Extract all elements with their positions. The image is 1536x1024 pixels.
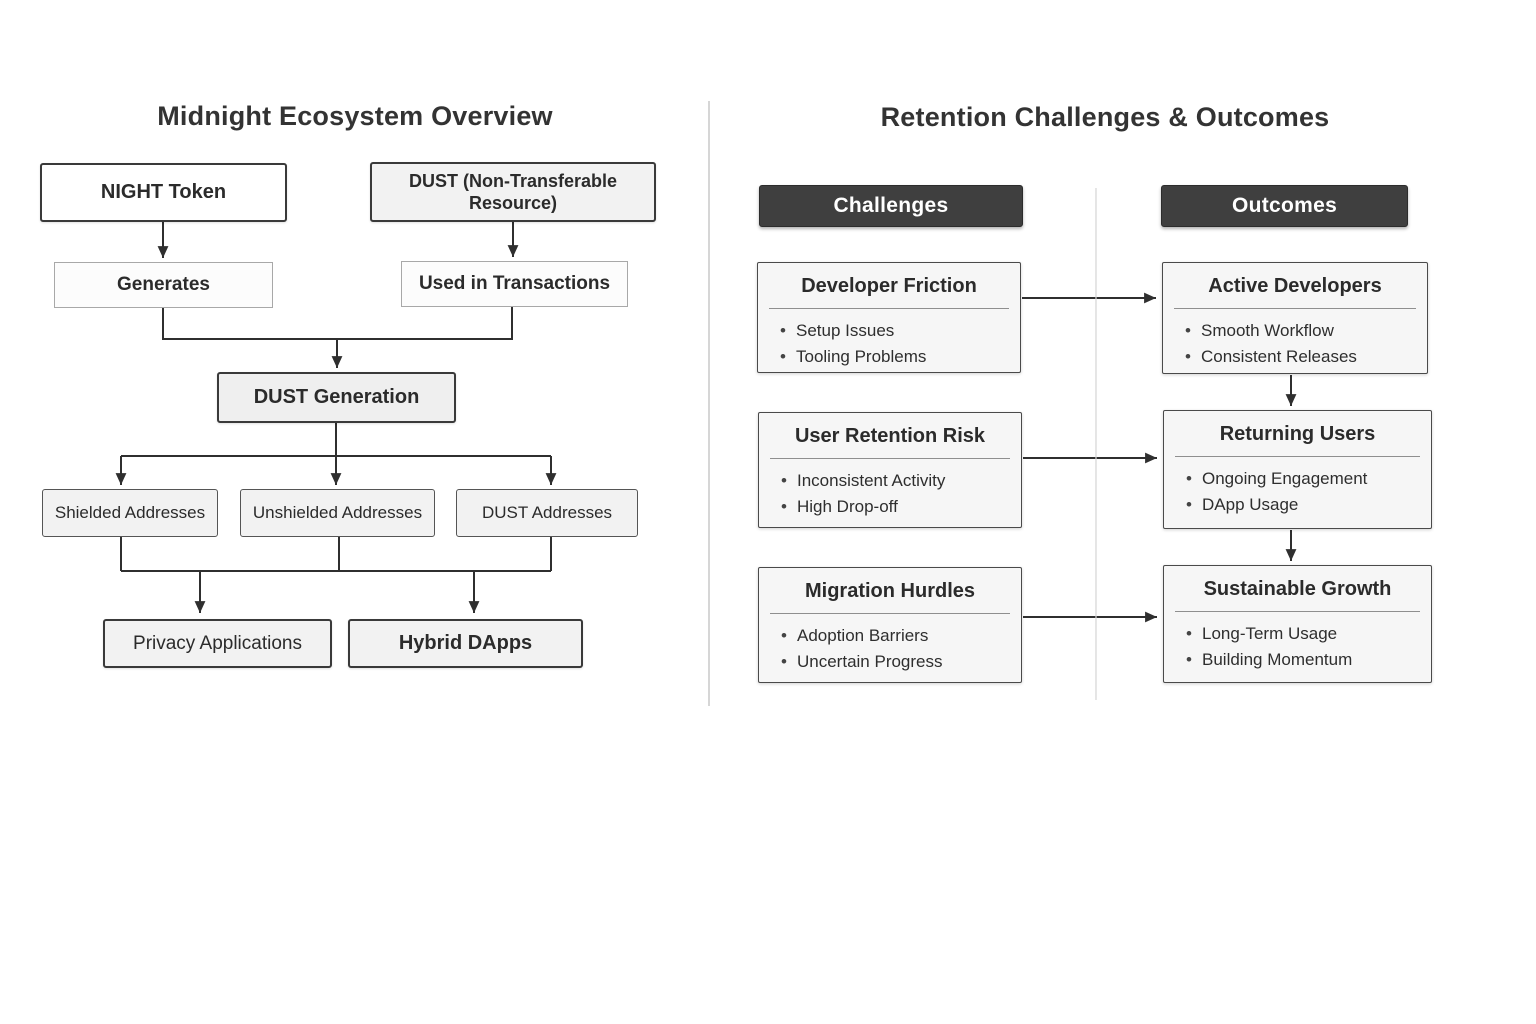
- challenges-column-header: Challenges: [759, 185, 1023, 227]
- challenge-title: User Retention Risk: [794, 425, 986, 447]
- node-generates: Generates: [54, 262, 273, 308]
- separator-line: [1175, 456, 1420, 457]
- challenge-box-user-retention-risk: User Retention Risk Inconsistent Activit…: [758, 412, 1022, 528]
- bullet-item: Long-Term Usage: [1186, 621, 1431, 647]
- challenge-box-developer-friction: Developer Friction Setup Issues Tooling …: [757, 262, 1021, 373]
- left-panel-title: Midnight Ecosystem Overview: [157, 101, 553, 131]
- right-panel-title: Retention Challenges & Outcomes: [880, 102, 1330, 132]
- bullet-item: Setup Issues: [780, 318, 1020, 344]
- separator-line: [1175, 611, 1420, 612]
- bullet-list: Long-Term Usage Building Momentum: [1164, 621, 1431, 673]
- outcome-box-active-developers: Active Developers Smooth Workflow Consis…: [1162, 262, 1428, 374]
- outcome-title: Sustainable Growth: [1203, 578, 1392, 600]
- node-night-token: NIGHT Token: [40, 163, 287, 222]
- merge-connector-top: [162, 306, 513, 340]
- bullet-item: Adoption Barriers: [781, 623, 1021, 649]
- node-used-in-transactions: Used in Transactions: [401, 261, 628, 307]
- separator-line: [770, 613, 1010, 614]
- separator-line: [1174, 308, 1416, 309]
- node-shielded-addresses: Shielded Addresses: [42, 489, 218, 537]
- outcome-box-sustainable-growth: Sustainable Growth Long-Term Usage Build…: [1163, 565, 1432, 683]
- node-unshielded-addresses: Unshielded Addresses: [240, 489, 435, 537]
- outcomes-column-header: Outcomes: [1161, 185, 1408, 227]
- bullet-item: Building Momentum: [1186, 647, 1431, 673]
- bullet-item: Tooling Problems: [780, 344, 1020, 370]
- separator-line: [769, 308, 1009, 309]
- challenge-title: Migration Hurdles: [804, 580, 975, 602]
- bullet-list: Setup Issues Tooling Problems: [758, 318, 1020, 370]
- node-hybrid-dapps: Hybrid DApps: [348, 619, 583, 668]
- node-dust-addresses: DUST Addresses: [456, 489, 638, 537]
- bullet-item: Ongoing Engagement: [1186, 466, 1431, 492]
- bullet-list: Ongoing Engagement DApp Usage: [1164, 466, 1431, 518]
- node-privacy-applications: Privacy Applications: [103, 619, 332, 668]
- bullet-list: Adoption Barriers Uncertain Progress: [759, 623, 1021, 675]
- bullet-item: Inconsistent Activity: [781, 468, 1021, 494]
- outcome-box-returning-users: Returning Users Ongoing Engagement DApp …: [1163, 410, 1432, 529]
- challenge-title: Developer Friction: [801, 275, 977, 297]
- node-dust-generation: DUST Generation: [217, 372, 456, 423]
- bullet-item: DApp Usage: [1186, 492, 1431, 518]
- challenge-box-migration-hurdles: Migration Hurdles Adoption Barriers Unce…: [758, 567, 1022, 683]
- bullet-item: Consistent Releases: [1185, 344, 1427, 370]
- outcome-title: Active Developers: [1208, 275, 1382, 297]
- bullet-list: Smooth Workflow Consistent Releases: [1163, 318, 1427, 370]
- node-dust-resource: DUST (Non-Transferable Resource): [370, 162, 656, 222]
- bullet-item: Smooth Workflow: [1185, 318, 1427, 344]
- bullet-list: Inconsistent Activity High Drop-off: [759, 468, 1021, 520]
- bullet-item: Uncertain Progress: [781, 649, 1021, 675]
- outcome-title: Returning Users: [1219, 423, 1376, 445]
- separator-line: [770, 458, 1010, 459]
- bullet-item: High Drop-off: [781, 494, 1021, 520]
